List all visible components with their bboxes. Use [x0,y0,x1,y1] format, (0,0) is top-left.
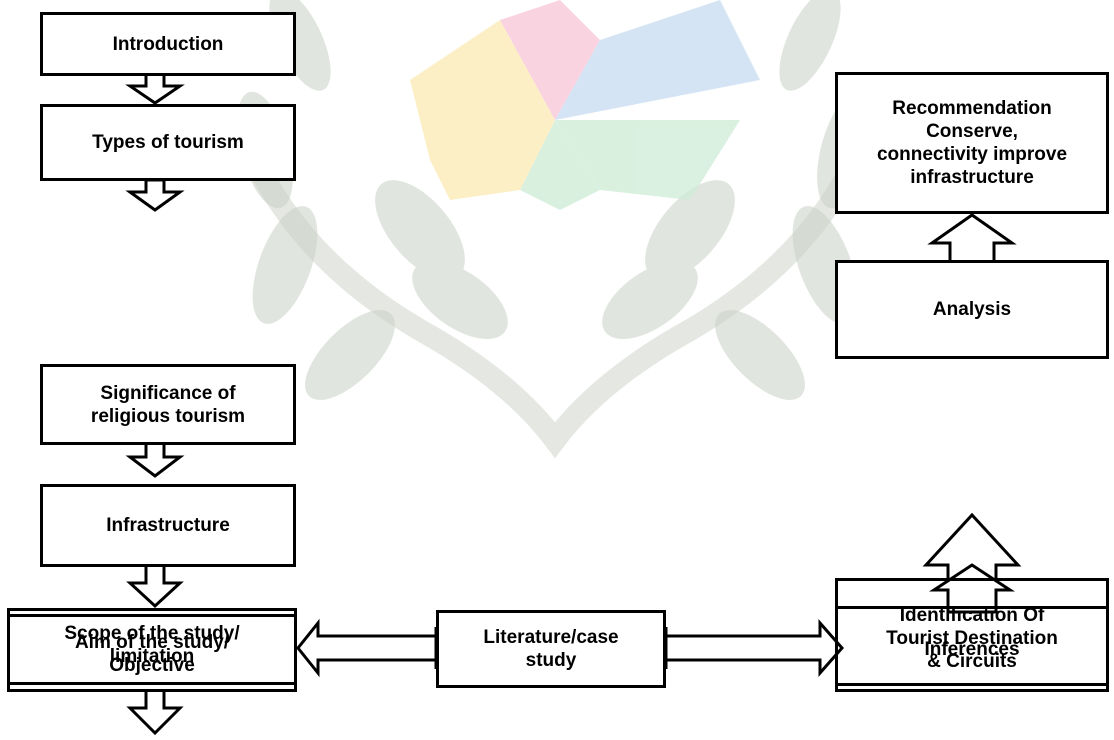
watermark-shield-icon [239,145,871,459]
box-types-of-tourism: Types of tourism [40,104,296,181]
box-identification-label: Identification Of Tourist Destination & … [886,604,1058,672]
box-infrastructure-label: Infrastructure [106,515,230,536]
box-recommendation-label: Recommendation Conserve, connectivity im… [876,98,1068,188]
box-types-of-tourism-label: Types of tourism [92,132,244,153]
box-significance-of-religious-tourism: Significance of religious tourism [40,364,296,445]
box-infrastructure: Infrastructure [40,484,296,567]
box-recommendation: Recommendation Conserve, connectivity im… [835,72,1109,214]
arrow-left-literature [296,618,438,678]
box-aim-label: Aim of the study/ Objective [74,632,230,676]
watermark-flower-icon [410,0,760,210]
arrow-down-significance [125,441,185,478]
arrow-up-analysis [927,213,1017,264]
arrow-down-infrastructure [126,563,184,609]
box-inferences-label: Inferences [924,638,1020,660]
box-literature-case-study: Literature/case study [436,610,666,688]
box-analysis-label: Analysis [932,299,1012,320]
box-inferences: Inferences [835,606,1109,686]
arrow-down-aim [126,688,184,736]
box-literature-label: Literature/case study [483,627,619,671]
box-scope-of-the-study: Scope of the study/ limitation [7,614,297,685]
arrow-down-types [125,178,185,212]
box-introduction: Introduction [40,12,296,76]
box-introduction-label: Introduction [112,33,224,55]
box-significance-label: Significance of religious tourism [90,382,246,427]
box-analysis: Analysis [835,260,1109,359]
arrow-right-literature [664,619,844,677]
arrow-down-introduction [125,72,185,105]
box-scope-label: Scope of the study/ limitation [64,623,240,667]
